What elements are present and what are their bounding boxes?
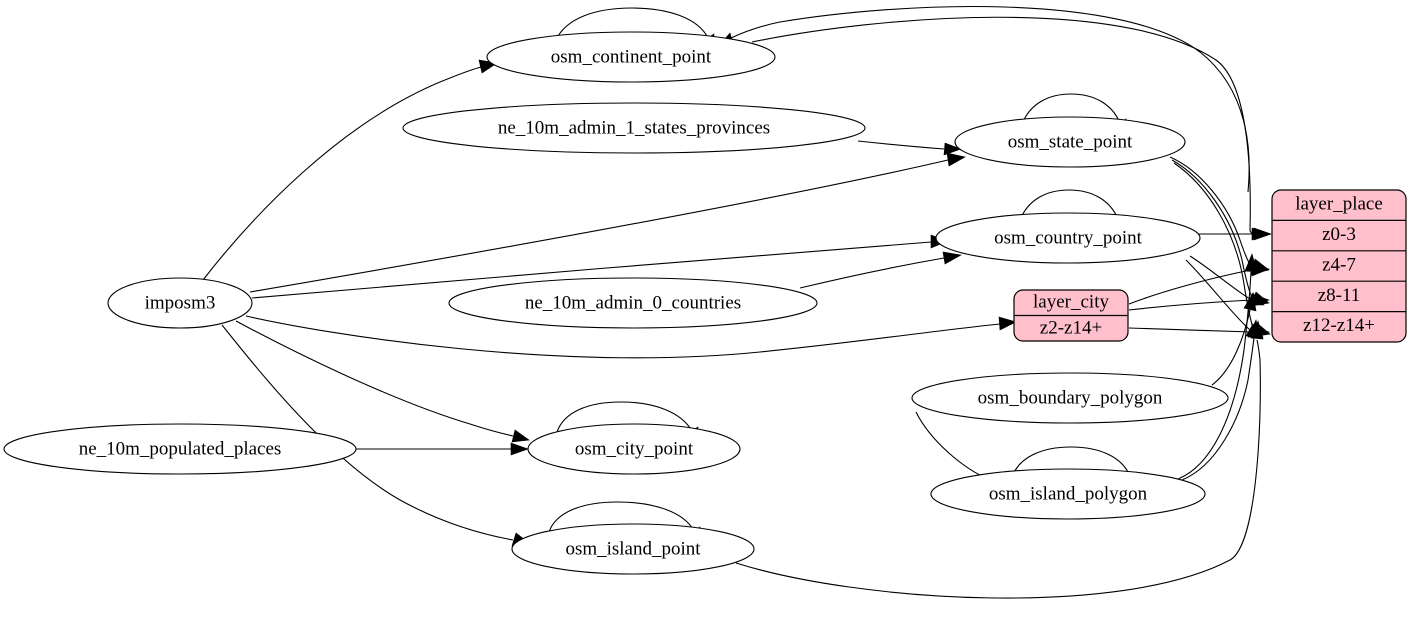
- node-shape-osm_boundary_polygon[interactable]: [911, 372, 1229, 424]
- record-node-layer: layer_city z2-z14+ layer_place z0-3 z4-7…: [1013, 189, 1407, 343]
- node-ne_10m_admin_1_states_provinces[interactable]: ne_10m_admin_1_states_provinces: [402, 102, 866, 154]
- arrowhead-icon: [943, 142, 962, 156]
- record-node-layer_city[interactable]: layer_city z2-z14+: [1013, 289, 1129, 342]
- edge-imposm3-to-osm_state_point: [249, 159, 949, 293]
- arrowhead-icon: [1244, 253, 1258, 273]
- edge-imposm3-to-osm_island_point: [221, 324, 514, 541]
- edge-layer_city-to-layer_place-z12-z14+: [1128, 327, 1253, 333]
- arrowhead-icon: [1250, 320, 1264, 340]
- edge-osm_state_point-to-layer_place-z4-7: [1169, 156, 1253, 269]
- node-label-ne_10m_populated_places: ne_10m_populated_places: [79, 438, 282, 459]
- edge-osm_boundary_polygon-to-osm_island_polygon: [915, 411, 991, 481]
- node-label-osm_city_point: osm_city_point: [575, 438, 694, 459]
- edge-self-loop-osm_continent_point: [555, 7, 709, 41]
- record-row-layer_place-z4-7[interactable]: z4-7: [1322, 254, 1356, 275]
- node-label-ne_10m_admin_0_countries: ne_10m_admin_0_countries: [525, 292, 741, 313]
- node-shape-osm_island_point[interactable]: [511, 523, 755, 575]
- edge-layer_place-to-osm_continent_point: [730, 6, 1250, 193]
- edge-imposm3-to-osm_country_point: [251, 241, 932, 299]
- node-label-osm_boundary_polygon: osm_boundary_polygon: [978, 387, 1163, 408]
- arrowhead-icon: [998, 316, 1017, 331]
- record-row-layer_city-z2-z14[interactable]: z2-z14+: [1040, 317, 1102, 338]
- record-row-layer_place-z8-11[interactable]: z8-11: [1318, 285, 1361, 306]
- edge-osm_state_point-to-layer_place-z8-11: [1171, 159, 1254, 301]
- edge-osm_island_polygon-to-layer_place-z4-7: [1177, 271, 1252, 480]
- node-label-ne_10m_admin_1_states_provinces: ne_10m_admin_1_states_provinces: [498, 117, 770, 138]
- node-label-osm_country_point: osm_country_point: [994, 227, 1142, 248]
- node-label-osm_island_point: osm_island_point: [565, 538, 701, 559]
- edge-osm_island_polygon-to-layer_place-z12-z14+: [1181, 337, 1255, 481]
- node-shape-ne_10m_populated_places[interactable]: [3, 423, 357, 475]
- record-node-layer_place[interactable]: layer_place z0-3 z4-7 z8-11 z12-z14+: [1271, 189, 1407, 343]
- node-osm_country_point[interactable]: osm_country_point: [935, 212, 1201, 264]
- node-shape-osm_country_point[interactable]: [935, 212, 1201, 264]
- node-label-osm_island_polygon: osm_island_polygon: [989, 483, 1148, 504]
- arrowhead-icon: [510, 442, 529, 456]
- edge-imposm3-to-osm_city_point: [235, 320, 514, 437]
- node-osm_island_point[interactable]: osm_island_point: [511, 523, 755, 575]
- node-shape-ne_10m_admin_0_countries[interactable]: [448, 277, 818, 329]
- edge-self-loop-osm_island_polygon: [1011, 446, 1131, 478]
- edge-imposm3-to-osm_continent_point: [202, 66, 482, 281]
- node-osm_island_polygon[interactable]: osm_island_polygon: [930, 468, 1206, 520]
- node-shape-osm_city_point[interactable]: [527, 423, 741, 475]
- node-shape-osm_state_point[interactable]: [954, 116, 1186, 168]
- record-shape-layer_place[interactable]: [1271, 189, 1407, 343]
- edge-self-loop-osm_city_point: [556, 401, 693, 433]
- node-osm_state_point[interactable]: osm_state_point: [954, 116, 1186, 168]
- node-osm_boundary_polygon[interactable]: osm_boundary_polygon: [911, 372, 1229, 424]
- node-shape-osm_island_polygon[interactable]: [930, 468, 1206, 520]
- edge-layer_city-to-layer_place-z8-11: [1128, 299, 1253, 311]
- edge-self-loop-osm_island_point: [548, 501, 695, 533]
- edge-osm_boundary_polygon-to-layer_place-z8-11: [1211, 309, 1251, 386]
- edge-ne_10m_admin_1_states_provinces-to-osm_state_point: [857, 140, 945, 150]
- edge-osm_country_point-to-layer_place-z8-11: [1189, 255, 1251, 300]
- edge-ne_10m_admin_0_countries-to-osm_country_point: [799, 257, 945, 289]
- node-ne_10m_populated_places[interactable]: ne_10m_populated_places: [3, 423, 357, 475]
- edge-self-loop-osm_state_point: [1021, 93, 1121, 125]
- node-label-osm_continent_point: osm_continent_point: [551, 46, 712, 67]
- record-row-layer_place-header: layer_place: [1295, 193, 1383, 214]
- edge-self-loop-osm_country_point: [1019, 189, 1119, 221]
- edge-osm_state_point-to-layer_place-z12-z14+: [1173, 162, 1255, 332]
- record-row-layer_city-header: layer_city: [1033, 291, 1109, 312]
- record-row-layer_place-z12-z14[interactable]: z12-z14+: [1303, 315, 1375, 336]
- node-imposm3[interactable]: imposm3: [107, 277, 253, 329]
- edge-layer_city-to-layer_place-z4-7: [1128, 269, 1252, 305]
- node-osm_continent_point[interactable]: osm_continent_point: [486, 31, 776, 83]
- edge-osm_continent_point-to-layer_place-z0-3: [751, 16, 1251, 231]
- arrowhead-icon: [942, 251, 962, 265]
- edge-imposm3-to-layer_city: [245, 315, 1001, 359]
- arrowhead-icon: [511, 429, 530, 443]
- node-shape-osm_continent_point[interactable]: [486, 31, 776, 83]
- arrowhead-icon: [1251, 227, 1270, 241]
- node-label-imposm3: imposm3: [145, 292, 216, 313]
- node-label-osm_state_point: osm_state_point: [1008, 131, 1133, 152]
- record-row-layer_place-z0-3[interactable]: z0-3: [1322, 224, 1356, 245]
- node-osm_city_point[interactable]: osm_city_point: [527, 423, 741, 475]
- node-layer: imposm3 ne_10m_populated_places osm_cont…: [3, 31, 1229, 575]
- edge-osm_country_point-to-layer_place-z12-z14+: [1185, 259, 1251, 331]
- node-shape-imposm3[interactable]: [107, 277, 253, 329]
- node-ne_10m_admin_0_countries[interactable]: ne_10m_admin_0_countries: [448, 277, 818, 329]
- arrowhead-icon: [946, 152, 966, 167]
- node-shape-ne_10m_admin_1_states_provinces[interactable]: [402, 102, 866, 154]
- edge-osm_island_point-to-layer_place-z12-z14+: [735, 339, 1261, 599]
